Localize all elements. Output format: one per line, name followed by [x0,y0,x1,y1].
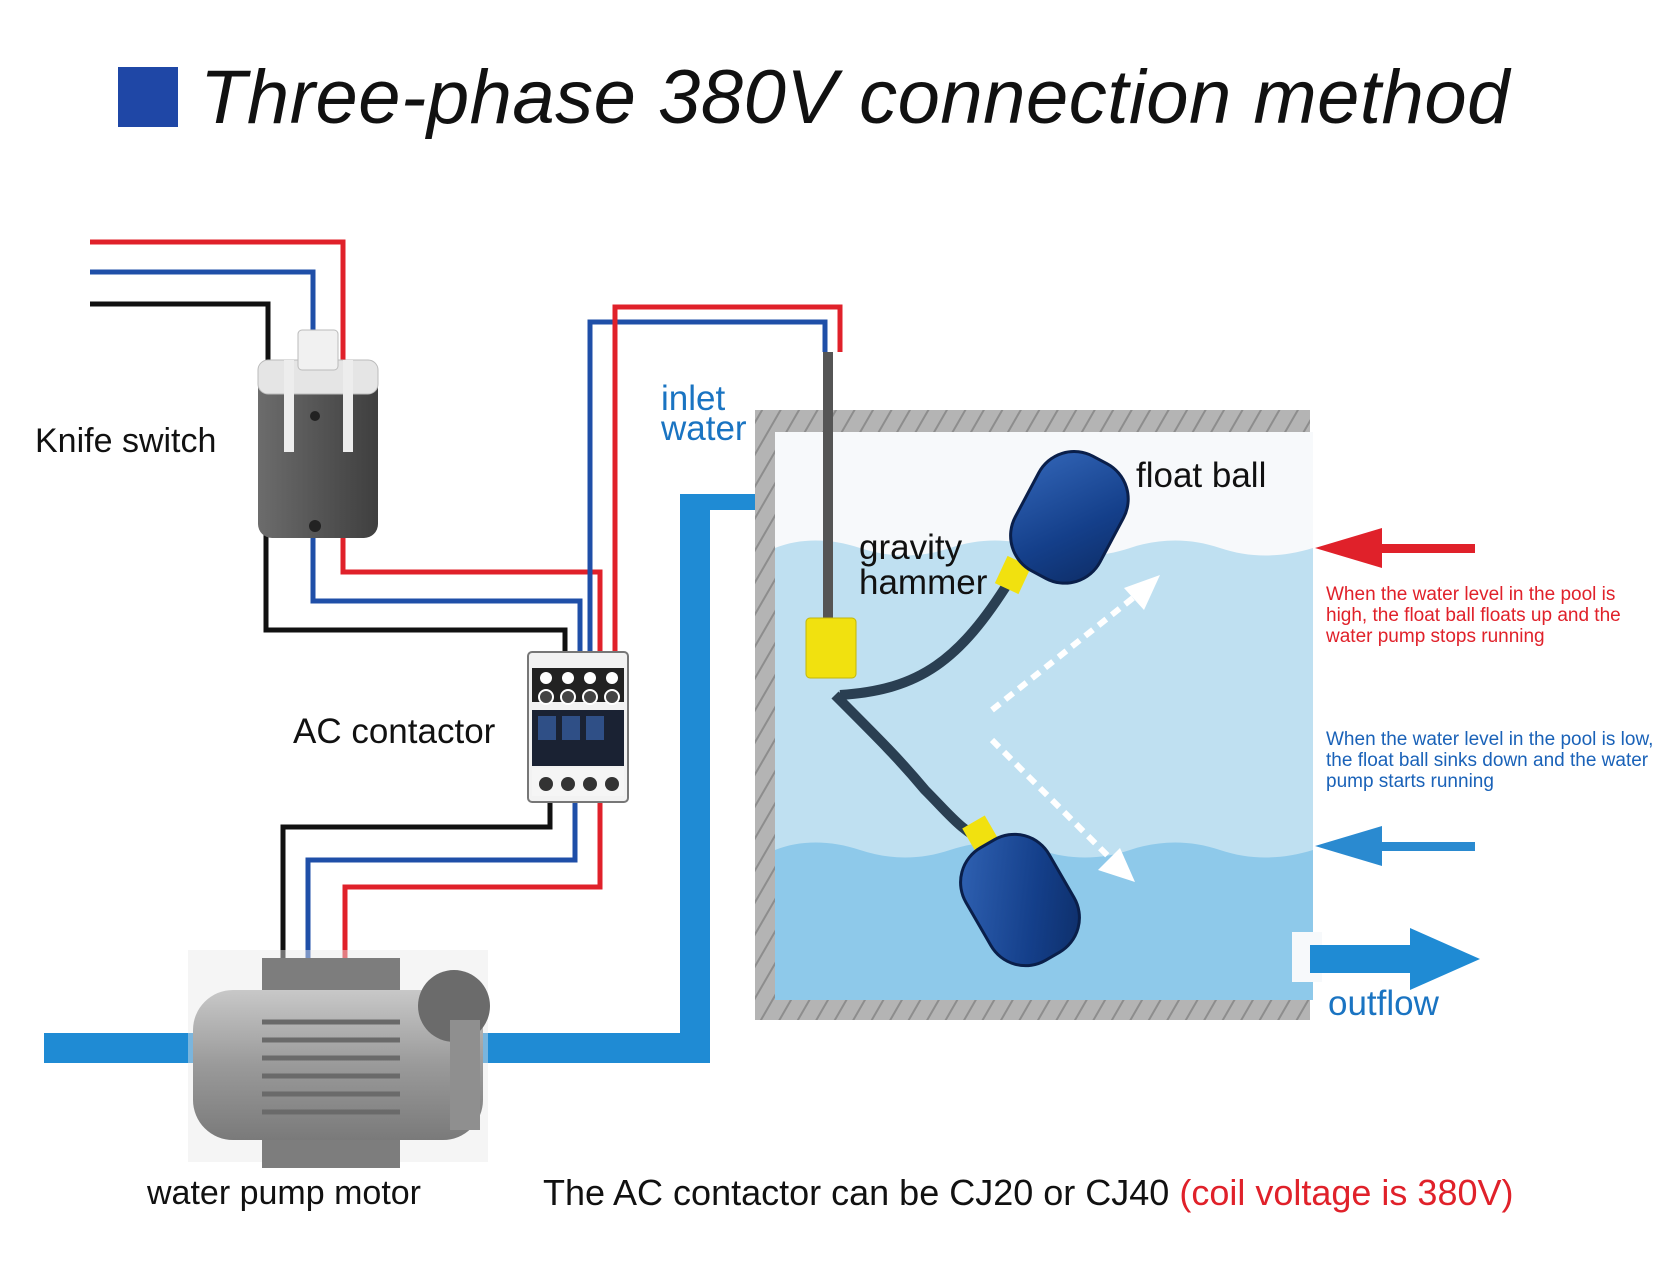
wire-red-switch-contactor [340,530,603,660]
suction-pipe [44,1033,204,1063]
outflow-arrow [1310,928,1480,990]
high-level-note: When the water level in the pool is high… [1326,584,1621,647]
caption: The AC contactor can be CJ20 or CJ40 (co… [543,1172,1514,1214]
float-ball-low-icon [959,832,1081,968]
knife-switch-label: Knife switch [35,422,217,460]
outflow-label: outflow [1328,984,1439,1023]
wire-blue-motor [305,800,578,958]
float-ball-label: float ball [1136,456,1267,495]
wire-blue-switch-contactor [310,530,583,660]
switch-to-contactor-wires [263,530,603,660]
caption-highlight: (coil voltage is 380V) [1179,1172,1514,1213]
wire-red-float [612,304,843,660]
contactor-to-motor-wires [280,800,603,958]
float-ball-icon [1009,450,1130,585]
supply-wires [90,239,346,360]
wire-black-switch-contactor [263,530,568,660]
wire-blue-float [587,319,828,660]
title-text: Three-phase 380V connection method [200,54,1510,140]
gravity-hammer-label: gravity hammer [859,528,988,602]
caption-main: The AC contactor can be CJ20 or CJ40 [543,1172,1180,1213]
supply-wire-red [90,239,346,360]
float-switch [805,352,1130,968]
supply-wire-black [90,301,271,360]
motion-arrows [989,575,1160,882]
inlet-water-label: inlet water [661,379,747,448]
level-indicators [1315,528,1475,866]
low-level-note: When the water level in the pool is low,… [1326,729,1654,792]
ac-contactor-icon [527,651,629,803]
water-pump-motor-label: water pump motor [147,1174,421,1212]
wire-black-motor [280,800,553,958]
knife-switch-icon [257,329,379,538]
contactor-to-float-wires [587,304,843,660]
page-title: Three-phase 380V connection method [118,52,1510,142]
title-square-icon [118,67,178,127]
gravity-hammer-icon [805,617,857,679]
ac-contactor-label: AC contactor [293,712,496,751]
wire-red-motor [342,800,603,958]
supply-wire-blue [90,269,316,330]
water-pump-motor-icon [188,950,490,1168]
